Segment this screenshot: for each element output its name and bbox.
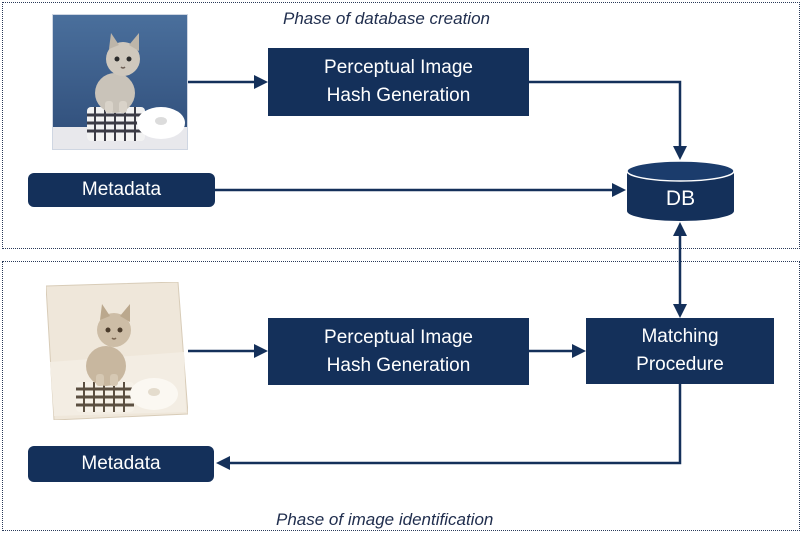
hash-generation-node-bottom: Perceptual Image Hash Generation <box>268 318 529 385</box>
matching-procedure-label: Matching Procedure <box>636 326 724 375</box>
metadata-node-top: Metadata <box>28 173 215 207</box>
matching-procedure-node: Matching Procedure <box>586 318 774 384</box>
hash-generation-label-top: Perceptual Image Hash Generation <box>324 57 473 106</box>
arrow-matching-to-metadata <box>226 384 682 465</box>
database-creation-phase <box>2 2 800 249</box>
database-cylinder-icon <box>626 160 735 221</box>
image-identification-phase <box>2 261 800 531</box>
original-kitten-photo <box>52 14 188 150</box>
database-node: DB <box>626 160 735 222</box>
hash-generation-label-bottom: Perceptual Image Hash Generation <box>324 326 473 376</box>
arrowhead <box>673 304 687 318</box>
image-identification-phase-label: Phase of image identification <box>272 510 498 530</box>
arrowhead <box>216 456 230 470</box>
metadata-label-bottom: Metadata <box>81 453 161 474</box>
arrowhead <box>673 222 687 236</box>
database-creation-phase-label: Phase of database creation <box>279 9 494 29</box>
hash-generation-node-top: Perceptual Image Hash Generation <box>268 48 529 116</box>
arrowhead <box>673 146 687 160</box>
arrowhead <box>254 344 268 358</box>
database-label: DB <box>665 187 696 210</box>
arrowhead <box>612 183 626 197</box>
arrowhead <box>572 344 586 358</box>
metadata-node-bottom: Metadata <box>28 446 214 482</box>
query-kitten-photo <box>46 282 188 420</box>
arrow-hash-to-db <box>529 80 682 150</box>
arrowhead <box>254 75 268 89</box>
metadata-label-top: Metadata <box>81 179 162 200</box>
